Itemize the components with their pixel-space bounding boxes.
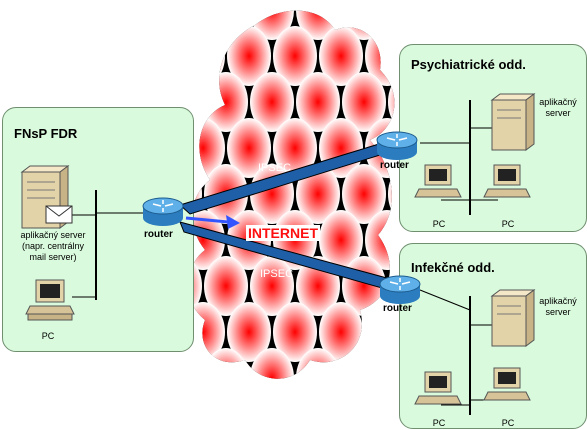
server-infek-icon xyxy=(490,289,536,347)
cloud-blob xyxy=(319,26,363,86)
cloud-blob xyxy=(342,164,386,224)
cloud-blob xyxy=(204,256,248,316)
ipsec-bottom-label: IPSEC xyxy=(260,268,294,280)
server-main-label: aplikačný server (napr. centrálny mail s… xyxy=(20,230,86,262)
router-infek-label: router xyxy=(383,303,412,314)
cloud-blob xyxy=(227,118,271,178)
cloud-blob xyxy=(250,256,294,316)
ipsec-tunnel-top xyxy=(179,139,397,215)
cloud-blob xyxy=(319,302,363,362)
cloud-blob xyxy=(250,72,294,132)
pc-infek-1-label: PC xyxy=(432,418,446,428)
pc-infek-2-icon xyxy=(483,367,531,401)
site-psych-title: Psychiatrické odd. xyxy=(411,57,526,72)
pc-infek-2-label: PC xyxy=(501,418,515,428)
pc-psych-1-icon xyxy=(414,164,462,198)
pc-psych-1-label: PC xyxy=(432,219,446,229)
cloud-blob xyxy=(250,10,294,40)
cloud-blob xyxy=(296,164,340,224)
cloud-blob xyxy=(227,26,271,86)
cloud-blob xyxy=(273,26,317,86)
site-main-title: FNsP FDR xyxy=(14,126,78,141)
server-infek-label: aplikačný server xyxy=(539,296,577,317)
server-psych-icon xyxy=(490,93,536,151)
pc-infek-1-icon xyxy=(414,371,462,405)
cloud-blob xyxy=(273,118,317,178)
cloud-blob xyxy=(296,72,340,132)
internet-label: INTERNET xyxy=(246,225,320,241)
router-infek-icon xyxy=(379,275,421,304)
pc-main-icon xyxy=(25,279,75,321)
cloud-blob xyxy=(319,210,363,270)
cloud-blob xyxy=(296,10,340,40)
cloud-blob xyxy=(342,72,386,132)
mail-icon xyxy=(45,205,73,224)
cloud-blob xyxy=(273,302,317,362)
router-main-label: router xyxy=(144,229,173,240)
router-psych-icon xyxy=(376,131,418,160)
pc-psych-2-label: PC xyxy=(501,219,515,229)
pc-psych-2-icon xyxy=(483,164,531,198)
server-psych-label: aplikačný server xyxy=(539,97,577,118)
ipsec-top-label: IPSEC xyxy=(258,162,292,174)
site-infek-title: Infekčné odd. xyxy=(411,260,495,275)
cloud-blob xyxy=(227,302,271,362)
router-psych-label: router xyxy=(380,160,409,171)
router-main-icon xyxy=(142,197,184,226)
pc-main-label: PC xyxy=(41,331,55,341)
cloud-blob xyxy=(250,348,294,379)
